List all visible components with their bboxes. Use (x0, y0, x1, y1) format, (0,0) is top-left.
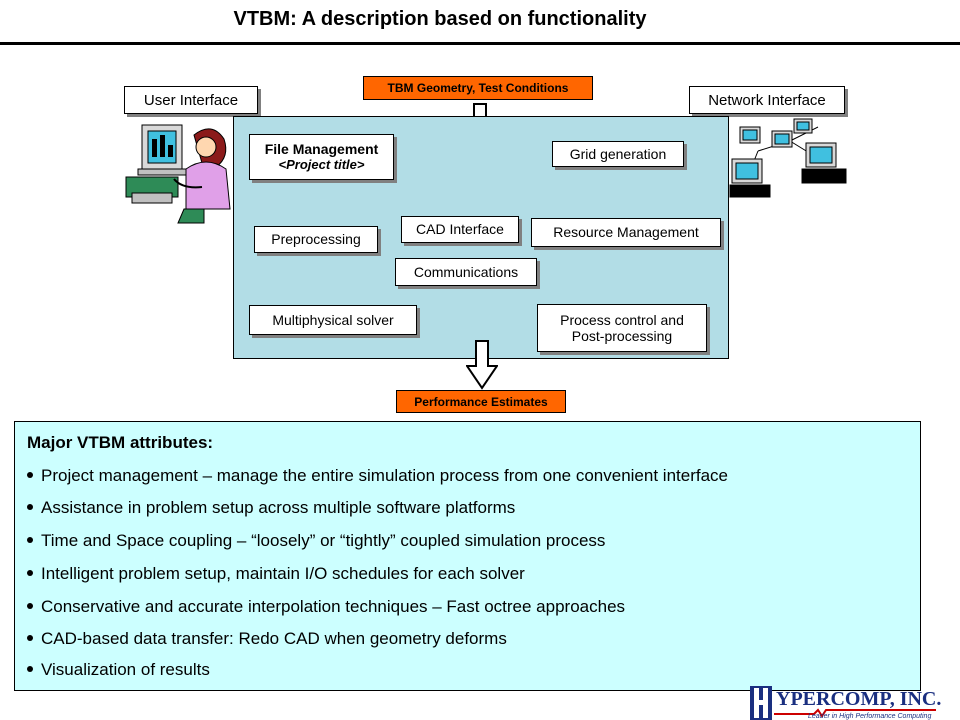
network-computers-icon (729, 118, 847, 198)
attributes-heading: Major VTBM attributes: (27, 433, 214, 452)
attributes-panel (14, 421, 921, 691)
output-label: Performance Estimates (396, 390, 566, 413)
multiphysical-solver-label: Multiphysical solver (272, 311, 394, 328)
attribute-item: Assistance in problem setup across multi… (27, 498, 515, 518)
grid-generation-label: Grid generation (569, 145, 667, 162)
bullet-icon (27, 471, 33, 478)
attribute-item: Intelligent problem setup, maintain I/O … (27, 564, 525, 584)
communications-module: Communications (395, 258, 537, 286)
attribute-text: CAD-based data transfer: Redo CAD when g… (41, 629, 507, 648)
page-title: VTBM: A description based on functionali… (233, 8, 647, 30)
attribute-item: Visualization of results (27, 660, 210, 680)
resource-management-label: Resource Management (553, 224, 699, 241)
attribute-text: Conservative and accurate interpolation … (41, 597, 626, 616)
bullet-icon (27, 602, 33, 609)
project-title-label: <Project title> (278, 156, 365, 172)
bullet-icon (27, 665, 33, 672)
cad-interface-module: CAD Interface (401, 216, 519, 243)
attribute-item: Time and Space coupling – “loosely” or “… (27, 531, 605, 551)
attribute-text: Time and Space coupling – “loosely” or “… (41, 531, 606, 550)
attribute-text: Intelligent problem setup, maintain I/O … (41, 564, 525, 583)
svg-text:Leader in High Performance Com: Leader in High Performance Computing (808, 713, 931, 720)
output-arrow-icon (466, 340, 498, 390)
preprocessing-module: Preprocessing (254, 226, 378, 253)
bullet-icon (27, 634, 33, 641)
file-management-label: File Management (264, 141, 379, 158)
multiphysical-solver-module: Multiphysical solver (249, 305, 417, 335)
process-control-module: Process control and Post-processing (537, 304, 707, 352)
cad-interface-label: CAD Interface (416, 221, 504, 238)
attribute-text: Project management – manage the entire s… (41, 466, 728, 485)
preprocessing-label: Preprocessing (271, 231, 361, 248)
attribute-text: Visualization of results (41, 660, 210, 679)
attribute-text: Assistance in problem setup across multi… (41, 498, 516, 517)
grid-generation-module: Grid generation (552, 141, 684, 167)
attribute-item: Conservative and accurate interpolation … (27, 597, 625, 617)
process-control-line2: Post-processing (571, 328, 673, 344)
user-interface-label: User Interface (124, 86, 258, 114)
network-interface-label: Network Interface (689, 86, 845, 114)
file-management-module: File Management <Project title> (249, 134, 394, 180)
attribute-item: CAD-based data transfer: Redo CAD when g… (27, 629, 507, 649)
user-at-computer-icon (125, 124, 231, 224)
attribute-item: Project management – manage the entire s… (27, 466, 728, 486)
input-label: TBM Geometry, Test Conditions (363, 76, 593, 100)
bullet-icon (27, 536, 33, 543)
bullet-icon (27, 569, 33, 576)
bullet-icon (27, 503, 33, 510)
resource-management-module: Resource Management (531, 218, 721, 247)
svg-text:YPERCOMP, INC.: YPERCOMP, INC. (776, 688, 941, 710)
hypercomp-logo: YPERCOMP, INC. Leader in High Performanc… (750, 686, 941, 720)
communications-label: Communications (413, 263, 519, 280)
process-control-line1: Process control and (560, 311, 684, 328)
title-divider (0, 42, 960, 45)
